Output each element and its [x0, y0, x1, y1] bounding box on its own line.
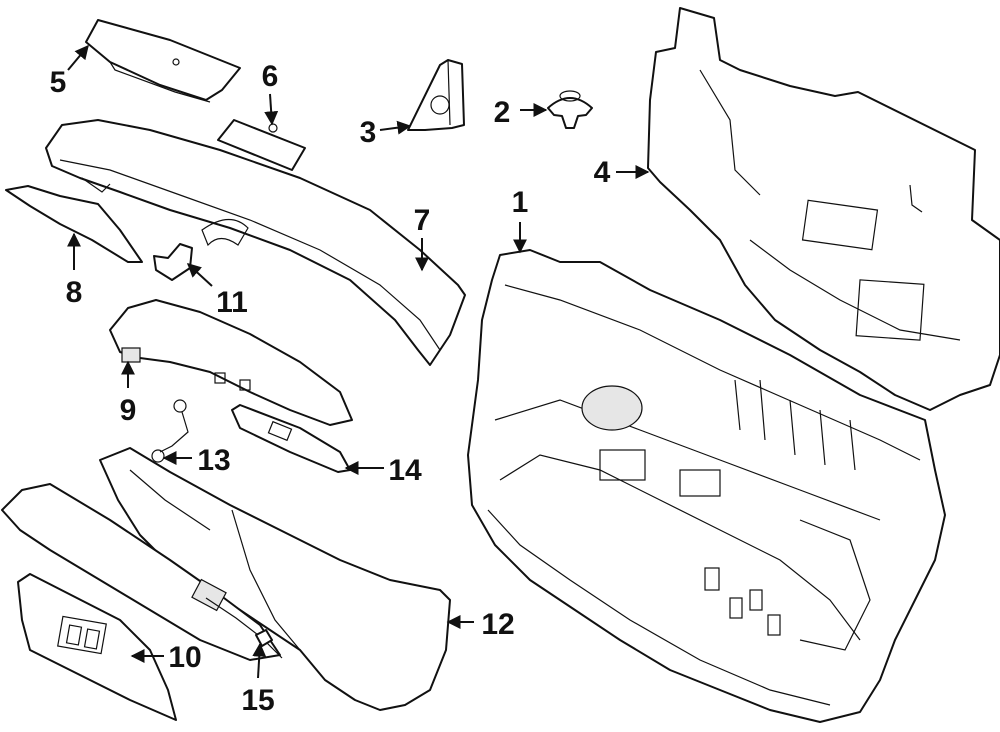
callout-5: 5 — [50, 66, 67, 99]
part-8-pad — [5, 185, 143, 263]
callout-14: 14 — [388, 454, 422, 487]
callout-6: 6 — [262, 60, 279, 93]
part-2-clip — [547, 90, 593, 129]
part-lower-bezel — [1, 483, 281, 661]
part-13-cable — [151, 399, 189, 463]
callout-8: 8 — [66, 276, 83, 309]
callout-2: 2 — [494, 96, 511, 129]
callout-15: 15 — [241, 684, 274, 717]
part-6-cover — [217, 119, 306, 171]
part-10-switch-panel — [17, 573, 177, 721]
callout-11: 11 — [216, 286, 248, 319]
part-15-rod — [205, 597, 283, 659]
callout-3: 3 — [360, 116, 377, 149]
callout-4: 4 — [594, 156, 611, 189]
callout-1: 1 — [512, 186, 529, 219]
part-3-bracket — [407, 59, 465, 131]
part-11-small-bracket — [153, 243, 193, 281]
callout-12: 12 — [481, 608, 514, 641]
part-7-upper-panel — [45, 119, 466, 366]
callout-9: 9 — [120, 394, 137, 427]
callout-10: 10 — [168, 641, 201, 674]
callout-labels: 1 2 3 4 5 6 7 8 9 10 11 12 13 14 15 — [50, 60, 611, 717]
callout-13: 13 — [197, 444, 230, 477]
part-5-upper-trim — [85, 19, 241, 103]
part-1-door-carrier — [467, 249, 946, 723]
leader-lines — [67, 44, 650, 679]
part-9-armrest-support — [109, 299, 353, 426]
callout-7: 7 — [414, 204, 431, 237]
part-4-watershield — [647, 7, 1000, 411]
